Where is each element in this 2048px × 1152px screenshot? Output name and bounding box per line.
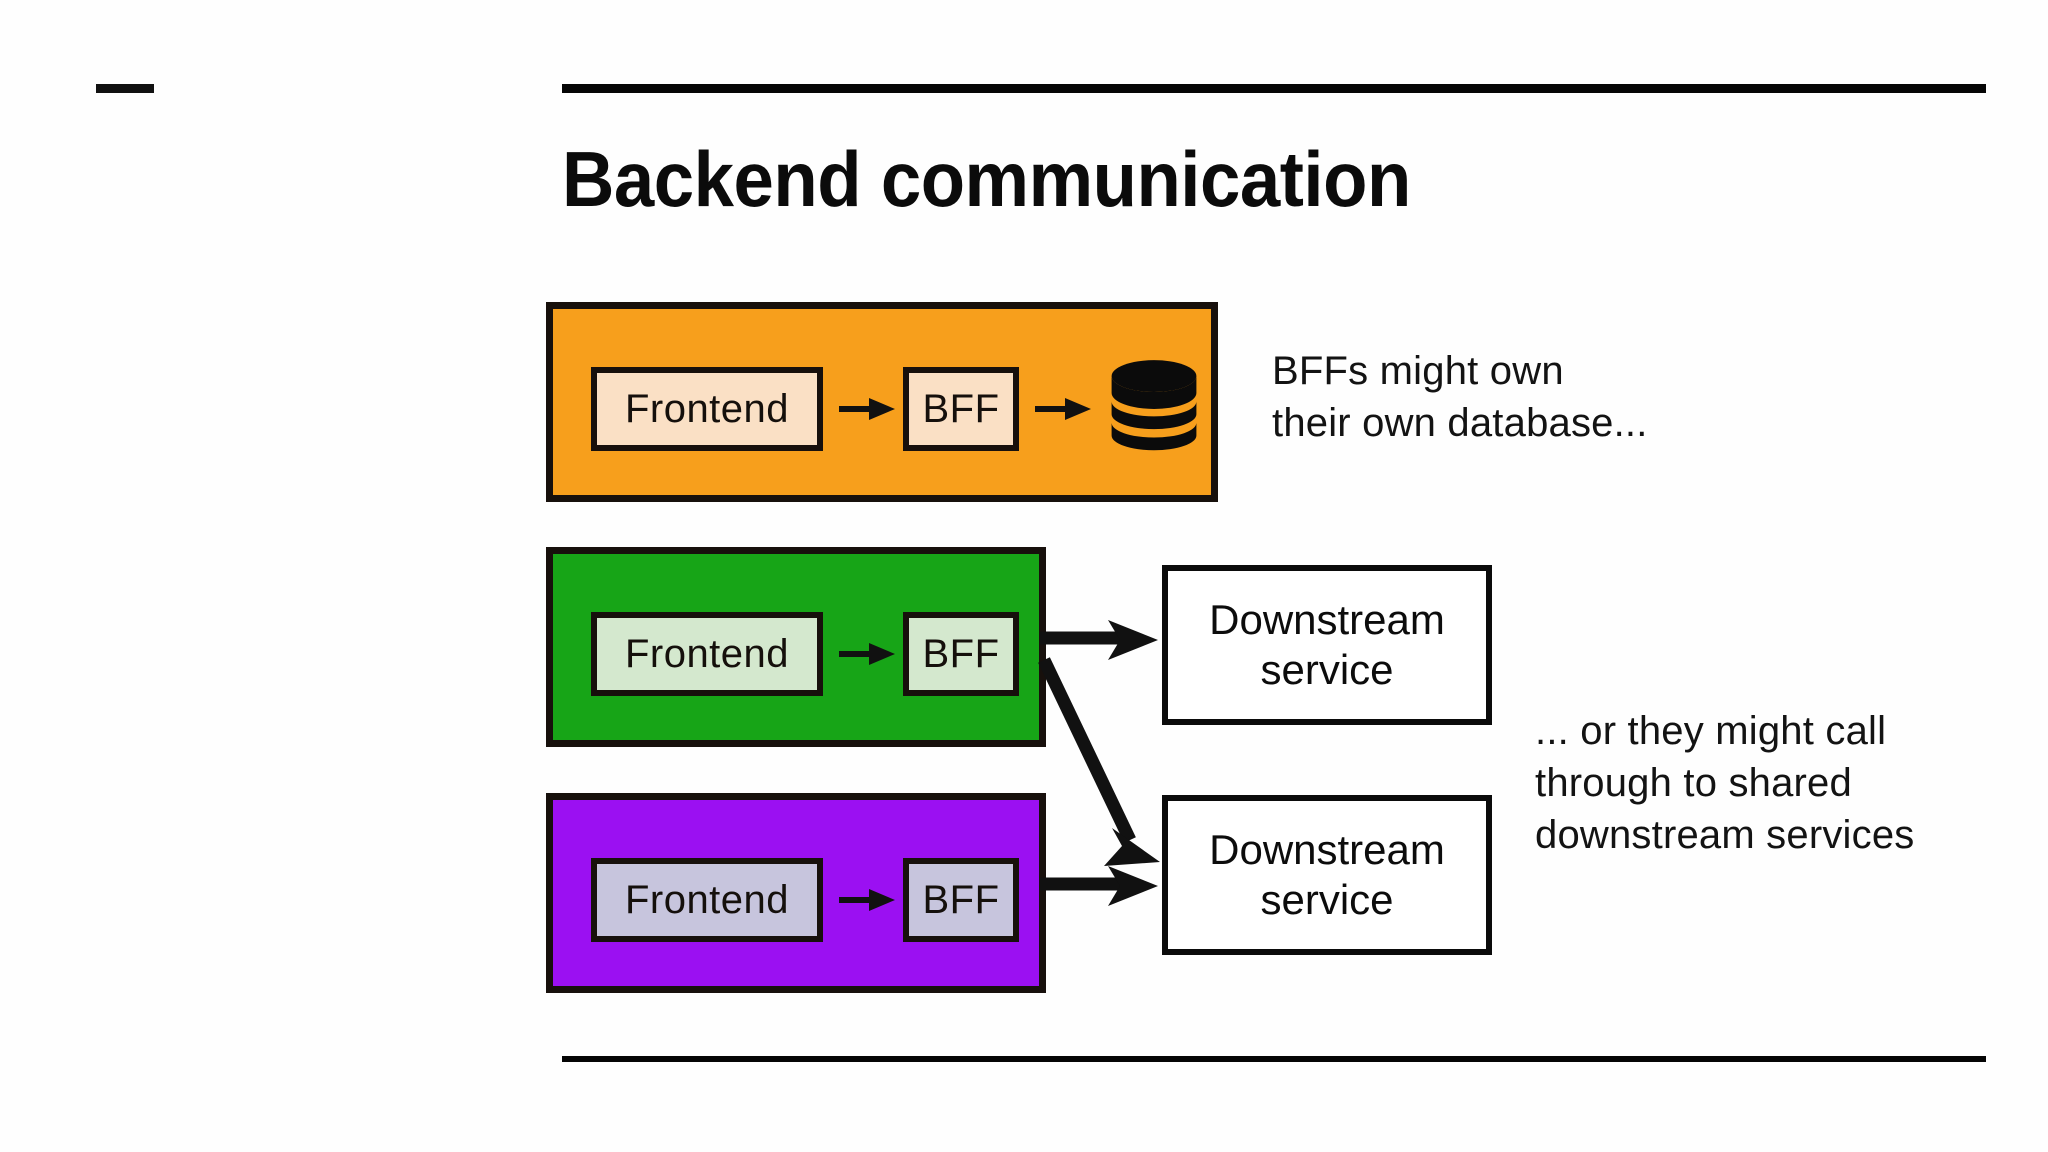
node-frontend-green[interactable]: Frontend <box>591 612 823 696</box>
arrow-bff-to-database-icon <box>1035 398 1091 420</box>
node-bff-green[interactable]: BFF <box>903 612 1019 696</box>
group-block-green: Frontend BFF <box>546 547 1046 747</box>
node-frontend-purple[interactable]: Frontend <box>591 858 823 942</box>
node-label: BFF <box>922 386 1000 431</box>
downstream-service-line2: service <box>1260 876 1394 923</box>
node-label: BFF <box>922 877 1000 922</box>
corner-dash-mark <box>96 84 154 93</box>
arrow-green-bff-to-downstream-top-icon <box>1040 620 1158 660</box>
caption-database: BFFs might own their own database... <box>1272 349 1648 445</box>
node-label: Frontend <box>624 386 790 431</box>
footer-rule <box>562 1056 1986 1062</box>
node-bff-orange[interactable]: BFF <box>903 367 1019 451</box>
group-block-purple: Frontend BFF <box>546 793 1046 993</box>
caption-shared-services: ... or they might call through to shared… <box>1535 709 1915 857</box>
node-bff-purple[interactable]: BFF <box>903 858 1019 942</box>
arrow-frontend-to-bff-icon <box>839 889 895 911</box>
database-icon <box>1111 360 1197 451</box>
downstream-service-box-bottom[interactable]: Downstream service <box>1162 795 1492 955</box>
page-title: Backend communication <box>562 135 1411 223</box>
arrow-frontend-to-bff-icon <box>839 398 895 420</box>
downstream-service-line1: Downstream <box>1209 596 1445 644</box>
downstream-service-line1: Downstream <box>1209 826 1445 874</box>
downstream-service-line2: service <box>1260 646 1394 693</box>
downstream-service-box-top[interactable]: Downstream service <box>1162 565 1492 725</box>
arrow-purple-bff-to-downstream-bottom-icon <box>1040 866 1158 906</box>
node-label: Frontend <box>624 631 790 676</box>
header-rule <box>562 84 1986 93</box>
node-label: Frontend <box>624 877 790 922</box>
arrow-green-bff-to-downstream-bottom-icon <box>1038 657 1160 866</box>
arrow-frontend-to-bff-icon <box>839 643 895 665</box>
group-block-orange: Frontend BFF <box>546 302 1218 502</box>
node-label: BFF <box>922 631 1000 676</box>
node-frontend-orange[interactable]: Frontend <box>591 367 823 451</box>
